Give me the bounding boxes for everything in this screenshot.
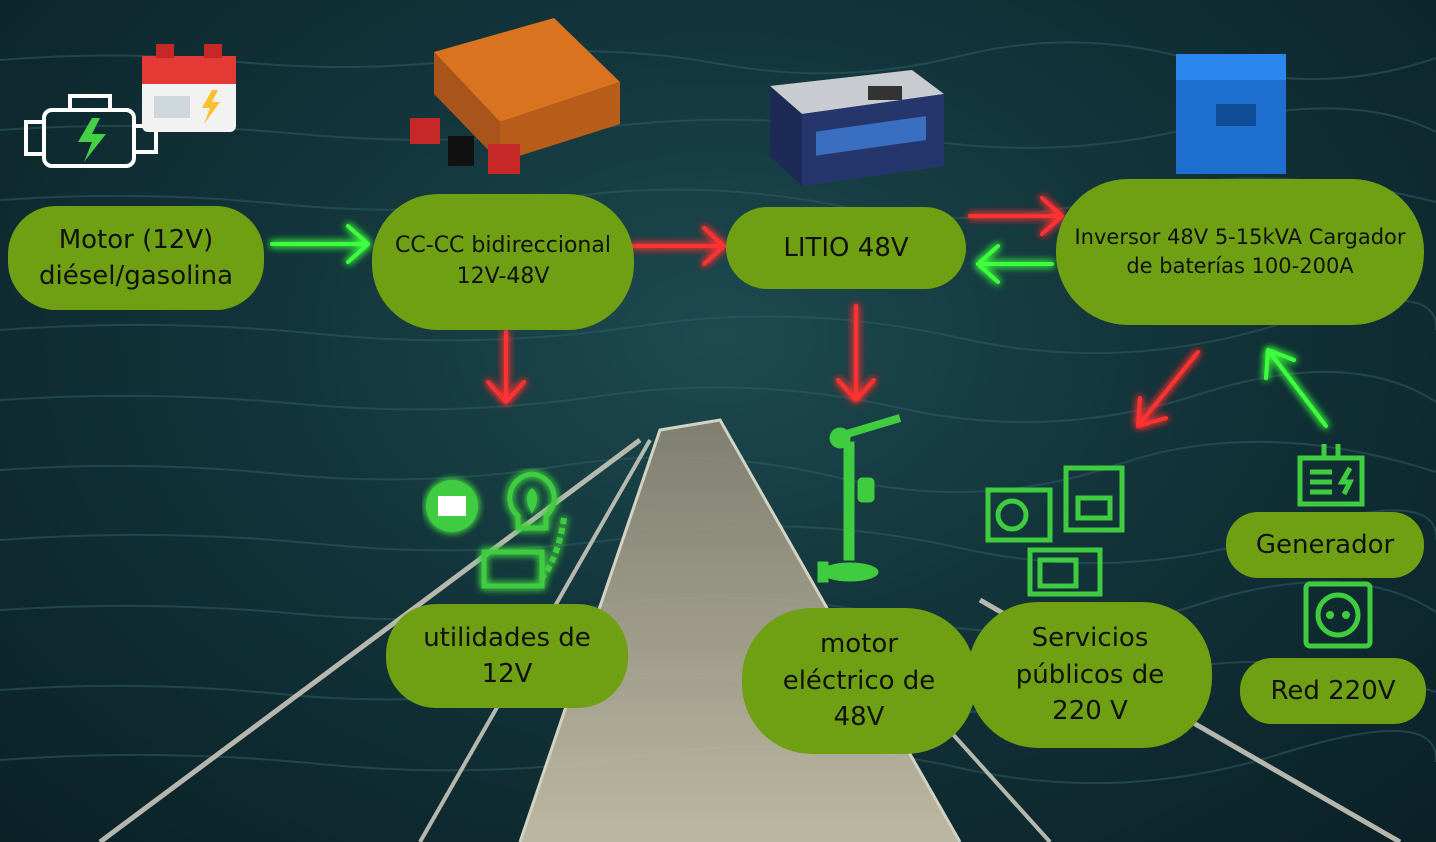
motor-bulb-panel-icon xyxy=(426,471,567,589)
node-inversor: Inversor 48V 5-15kVA Cargador de batería… xyxy=(1056,179,1424,325)
node-motor-electrico-48v: motor eléctrico de 48V xyxy=(742,608,976,754)
power-socket-icon xyxy=(1303,581,1373,649)
car-battery-icon xyxy=(142,44,236,132)
appliances-icon xyxy=(985,465,1125,597)
boat-bow xyxy=(98,418,1402,842)
lithium-battery-icon xyxy=(770,70,944,186)
node-utilidades-12v: utilidades de 12V xyxy=(386,604,628,708)
node-motor: Motor (12V) diésel/gasolina xyxy=(8,206,264,310)
dcdc-converter-icon xyxy=(410,18,620,174)
engine-icon xyxy=(24,94,158,168)
node-servicios-220v: Servicios públicos de 220 V xyxy=(968,602,1212,748)
trolling-motor-icon xyxy=(817,414,902,583)
node-litio: LITIO 48V xyxy=(726,207,966,289)
node-red-220v: Red 220V xyxy=(1240,658,1426,724)
node-generador: Generador xyxy=(1226,512,1424,578)
generator-icon xyxy=(1297,444,1365,507)
node-dcdc-converter: CC-CC bidireccional 12V-48V xyxy=(372,194,634,330)
inverter-icon xyxy=(1176,54,1286,174)
